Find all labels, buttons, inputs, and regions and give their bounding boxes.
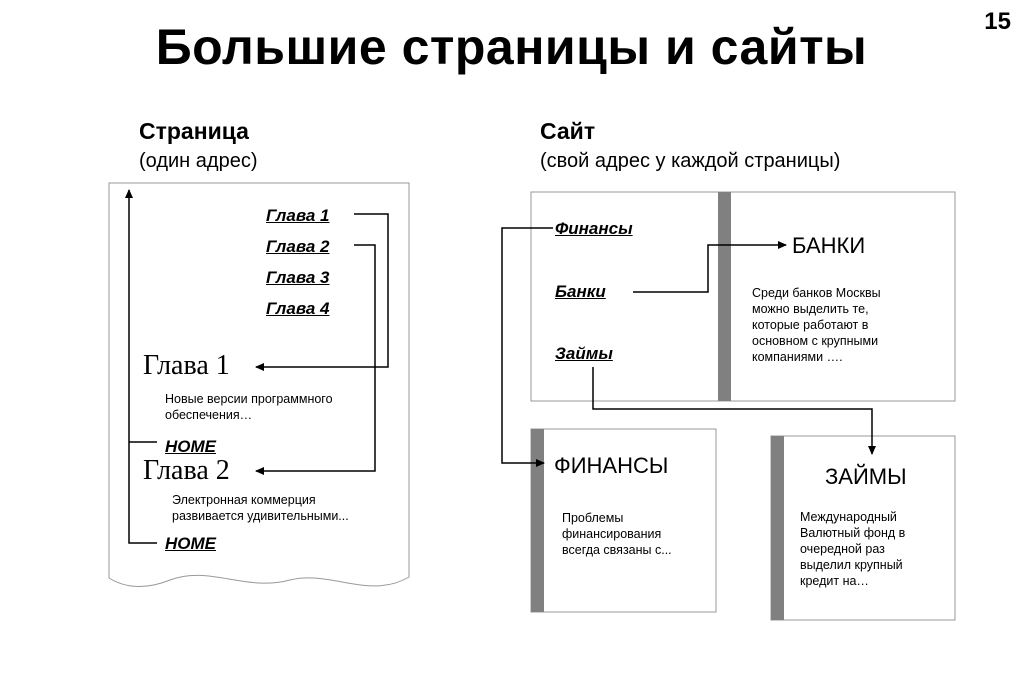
toc-link-chapter4[interactable]: Глава 4 bbox=[266, 299, 330, 318]
loans-page-text: Международный Валютный фонд в очередной … bbox=[800, 510, 906, 588]
finance-box-bar bbox=[531, 429, 544, 612]
page-heading: Страница bbox=[139, 118, 249, 144]
long-page-outline bbox=[108, 182, 410, 587]
banks-page-title: БАНКИ bbox=[792, 233, 866, 258]
slide-number: 15 bbox=[984, 8, 1011, 35]
toc-link-chapter1[interactable]: Глава 1 bbox=[266, 206, 330, 225]
home-link-2[interactable]: HOME bbox=[165, 534, 216, 553]
page-subheading: (один адрес) bbox=[139, 150, 258, 172]
toc-link-chapter2[interactable]: Глава 2 bbox=[266, 237, 330, 256]
home-arrow-line bbox=[125, 189, 157, 544]
site-subheading: (свой адрес у каждой страницы) bbox=[540, 150, 841, 172]
chapter1-text: Новые версии программного обеспечения… bbox=[165, 392, 333, 422]
chapter2-text: Электронная коммерция развивается удивит… bbox=[172, 493, 349, 523]
site-main-box bbox=[530, 191, 956, 402]
home-link-1[interactable]: HOME bbox=[165, 437, 216, 456]
finance-page-title: ФИНАНСЫ bbox=[554, 453, 669, 478]
toc-arrow-chapter2 bbox=[255, 244, 376, 475]
finance-box bbox=[530, 428, 717, 613]
banks-page-text: Среди банков Москвы можно выделить те, к… bbox=[752, 286, 881, 364]
loans-box bbox=[770, 435, 956, 621]
toc-arrow-chapter1 bbox=[255, 213, 389, 371]
menu-link-banks[interactable]: Банки bbox=[555, 282, 606, 301]
toc-link-chapter3[interactable]: Глава 3 bbox=[266, 268, 330, 287]
banks-link-arrow bbox=[633, 241, 787, 293]
loans-link-arrow bbox=[592, 367, 876, 455]
loans-box-bar bbox=[771, 436, 784, 620]
loans-page-title: ЗАЙМЫ bbox=[825, 464, 907, 489]
chapter2-title: Глава 2 bbox=[143, 455, 230, 486]
site-heading: Сайт bbox=[540, 118, 596, 144]
chapter1-title: Глава 1 bbox=[143, 350, 230, 381]
finance-link-arrow bbox=[501, 227, 553, 467]
menu-link-loans[interactable]: Займы bbox=[555, 344, 613, 363]
slide-title: Большие страницы и сайты bbox=[155, 19, 868, 75]
menu-link-finance[interactable]: Финансы bbox=[555, 219, 633, 238]
site-main-divider-bar bbox=[718, 192, 731, 401]
finance-page-text: Проблемы финансирования всегда связаны с… bbox=[562, 511, 672, 557]
